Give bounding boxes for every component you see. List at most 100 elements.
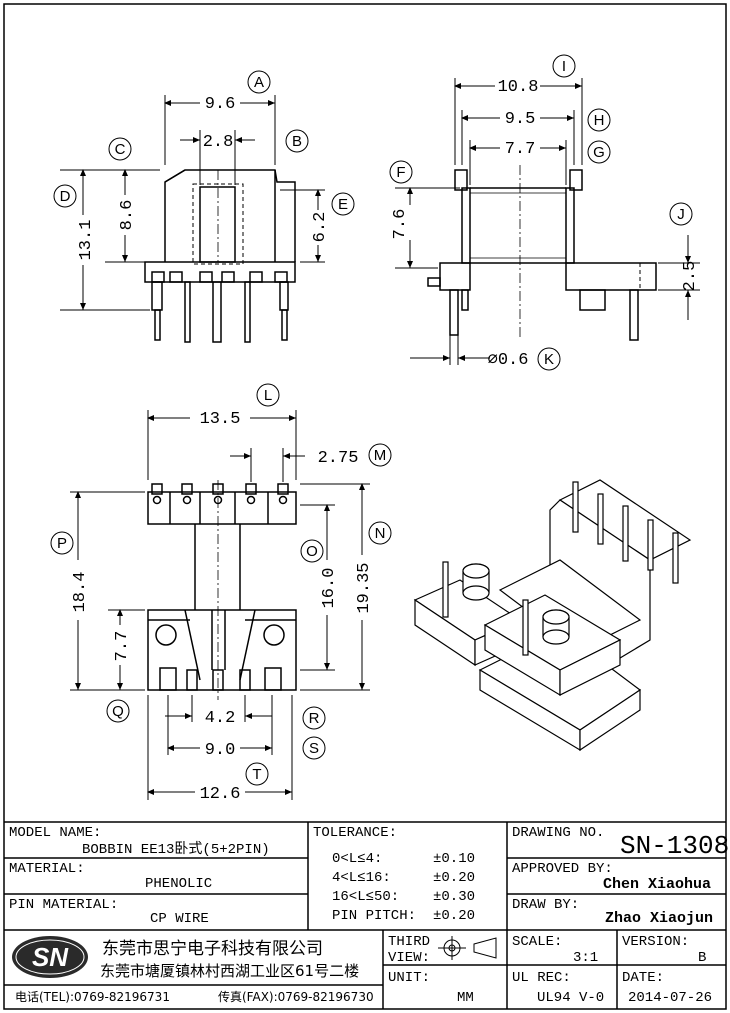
dim-g-value: 7.7 bbox=[505, 140, 536, 159]
top-view-callout-labels: L M P N O Q R S T bbox=[57, 387, 386, 783]
tolerance-label: TOLERANCE: bbox=[313, 825, 397, 841]
company-tel: 电话(TEL):0769-82196731 bbox=[15, 990, 170, 1004]
title-block-lines bbox=[4, 821, 726, 1009]
tolerance-range-1: 0<L≤4: bbox=[332, 851, 382, 867]
callout-j: J bbox=[677, 206, 685, 223]
front-view-callouts bbox=[53, 70, 355, 216]
ul-label: UL REC: bbox=[512, 970, 571, 986]
side-view-callouts bbox=[389, 54, 693, 371]
scale-value: 3:1 bbox=[573, 950, 598, 966]
front-view-callout-labels: A B C D E bbox=[60, 74, 348, 213]
unit-value: MM bbox=[457, 990, 474, 1006]
pin-material-value: CP WIRE bbox=[150, 911, 209, 927]
material-label: MATERIAL: bbox=[9, 861, 85, 877]
side-view bbox=[427, 165, 657, 341]
company-address: 东莞市塘厦镇林村西湖工业区61号二楼 bbox=[100, 962, 359, 980]
callout-c: C bbox=[115, 141, 126, 158]
callout-b: B bbox=[292, 133, 302, 150]
callout-t: T bbox=[252, 766, 261, 783]
scale-label: SCALE: bbox=[512, 934, 562, 950]
top-view-text: 13.5 2.75 18.4 7.7 19.35 16.0 4.2 9.0 12… bbox=[71, 410, 374, 804]
material-value: PHENOLIC bbox=[145, 876, 212, 892]
callout-g: G bbox=[593, 144, 605, 161]
tolerance-range-4: PIN PITCH: bbox=[332, 908, 416, 924]
dim-d-value: 8.6 bbox=[118, 200, 137, 231]
third-view-label-2: VIEW: bbox=[388, 950, 430, 966]
draw-by: Zhao Xiaojun bbox=[605, 910, 713, 927]
model-name: BOBBIN EE13卧式(5+2PIN) bbox=[82, 841, 270, 858]
front-view bbox=[144, 169, 296, 343]
company-logo: SN bbox=[12, 936, 88, 978]
dim-n-value: 19.35 bbox=[355, 562, 374, 613]
side-view-callout-labels: I H G F J K bbox=[396, 58, 684, 368]
isometric-view bbox=[413, 479, 692, 752]
dim-k-value: ⌀0.6 bbox=[488, 351, 529, 370]
company-name: 东莞市思宁电子科技有限公司 bbox=[102, 939, 323, 959]
dim-m-value: 2.75 bbox=[318, 449, 359, 468]
callout-a: A bbox=[254, 74, 264, 91]
dim-j-value: 2.5 bbox=[681, 261, 700, 292]
dim-b-value: 2.8 bbox=[203, 133, 234, 152]
callout-h: H bbox=[594, 112, 605, 129]
tolerance-value-4: ±0.20 bbox=[433, 908, 475, 924]
version-value: B bbox=[698, 950, 706, 966]
dim-h-value: 9.5 bbox=[505, 110, 536, 129]
tolerance-value-2: ±0.20 bbox=[433, 870, 475, 886]
logo-text: SN bbox=[32, 942, 69, 972]
side-view-dims bbox=[395, 78, 700, 365]
dim-r-value: 4.2 bbox=[205, 709, 236, 728]
callout-d: D bbox=[60, 188, 71, 205]
callout-q: Q bbox=[112, 703, 124, 720]
callout-r: R bbox=[309, 710, 320, 727]
tolerance-value-3: ±0.30 bbox=[433, 889, 475, 905]
side-view-text: 10.8 9.5 7.7 7.6 2.5 ⌀0.6 bbox=[391, 78, 700, 370]
top-view-dims bbox=[70, 410, 370, 800]
drawing-no: SN-1308 bbox=[620, 831, 729, 861]
draw-by-label: DRAW BY: bbox=[512, 897, 579, 913]
dim-a-value: 9.6 bbox=[205, 95, 236, 114]
date-label: DATE: bbox=[622, 970, 664, 986]
date-value: 2014-07-26 bbox=[628, 990, 712, 1006]
front-view-text: 9.6 2.8 13.1 8.6 6.2 bbox=[77, 95, 330, 260]
callout-l: L bbox=[264, 387, 272, 404]
dim-c-value: 13.1 bbox=[77, 220, 96, 261]
sheet-border bbox=[3, 3, 727, 1010]
callout-k: K bbox=[544, 351, 554, 368]
dim-l-value: 13.5 bbox=[200, 410, 241, 429]
callout-m: M bbox=[374, 447, 387, 464]
version-label: VERSION: bbox=[622, 934, 689, 950]
dim-e-value: 6.2 bbox=[311, 212, 330, 243]
approved-by: Chen Xiaohua bbox=[603, 876, 711, 893]
top-view bbox=[147, 480, 297, 700]
dim-p-value: 18.4 bbox=[71, 572, 90, 613]
dim-q-value: 7.7 bbox=[113, 631, 132, 662]
drawing-no-label: DRAWING NO. bbox=[512, 825, 604, 841]
tolerance-range-2: 4<L≤16: bbox=[332, 870, 391, 886]
front-view-dims bbox=[60, 95, 325, 311]
dim-s-value: 9.0 bbox=[205, 741, 236, 760]
projection-symbol-icon bbox=[438, 936, 497, 960]
callout-f: F bbox=[396, 164, 405, 181]
third-view-label-1: THIRD bbox=[388, 934, 430, 950]
company-fax: 传真(FAX):0769-82196730 bbox=[218, 989, 374, 1004]
dim-t-value: 12.6 bbox=[200, 785, 241, 804]
tolerance-value-1: ±0.10 bbox=[433, 851, 475, 867]
title-block-text: MODEL NAME: BOBBIN EE13卧式(5+2PIN) MATERI… bbox=[9, 825, 729, 1006]
unit-label: UNIT: bbox=[388, 970, 430, 986]
pin-material-label: PIN MATERIAL: bbox=[9, 897, 118, 913]
callout-o: O bbox=[306, 543, 318, 560]
callout-e: E bbox=[338, 196, 348, 213]
callout-p: P bbox=[57, 535, 67, 552]
model-name-label: MODEL NAME: bbox=[9, 825, 101, 841]
dim-o-value: 16.0 bbox=[320, 568, 339, 609]
dim-f-value: 7.6 bbox=[391, 209, 410, 240]
tolerance-range-3: 16<L≤50: bbox=[332, 889, 399, 905]
callout-s: S bbox=[309, 740, 319, 757]
top-view-callouts bbox=[50, 383, 392, 786]
callout-n: N bbox=[375, 525, 386, 542]
callout-i: I bbox=[562, 58, 566, 75]
approved-label: APPROVED BY: bbox=[512, 861, 613, 877]
ul-value: UL94 V-0 bbox=[537, 990, 604, 1006]
dim-i-value: 10.8 bbox=[498, 78, 539, 97]
